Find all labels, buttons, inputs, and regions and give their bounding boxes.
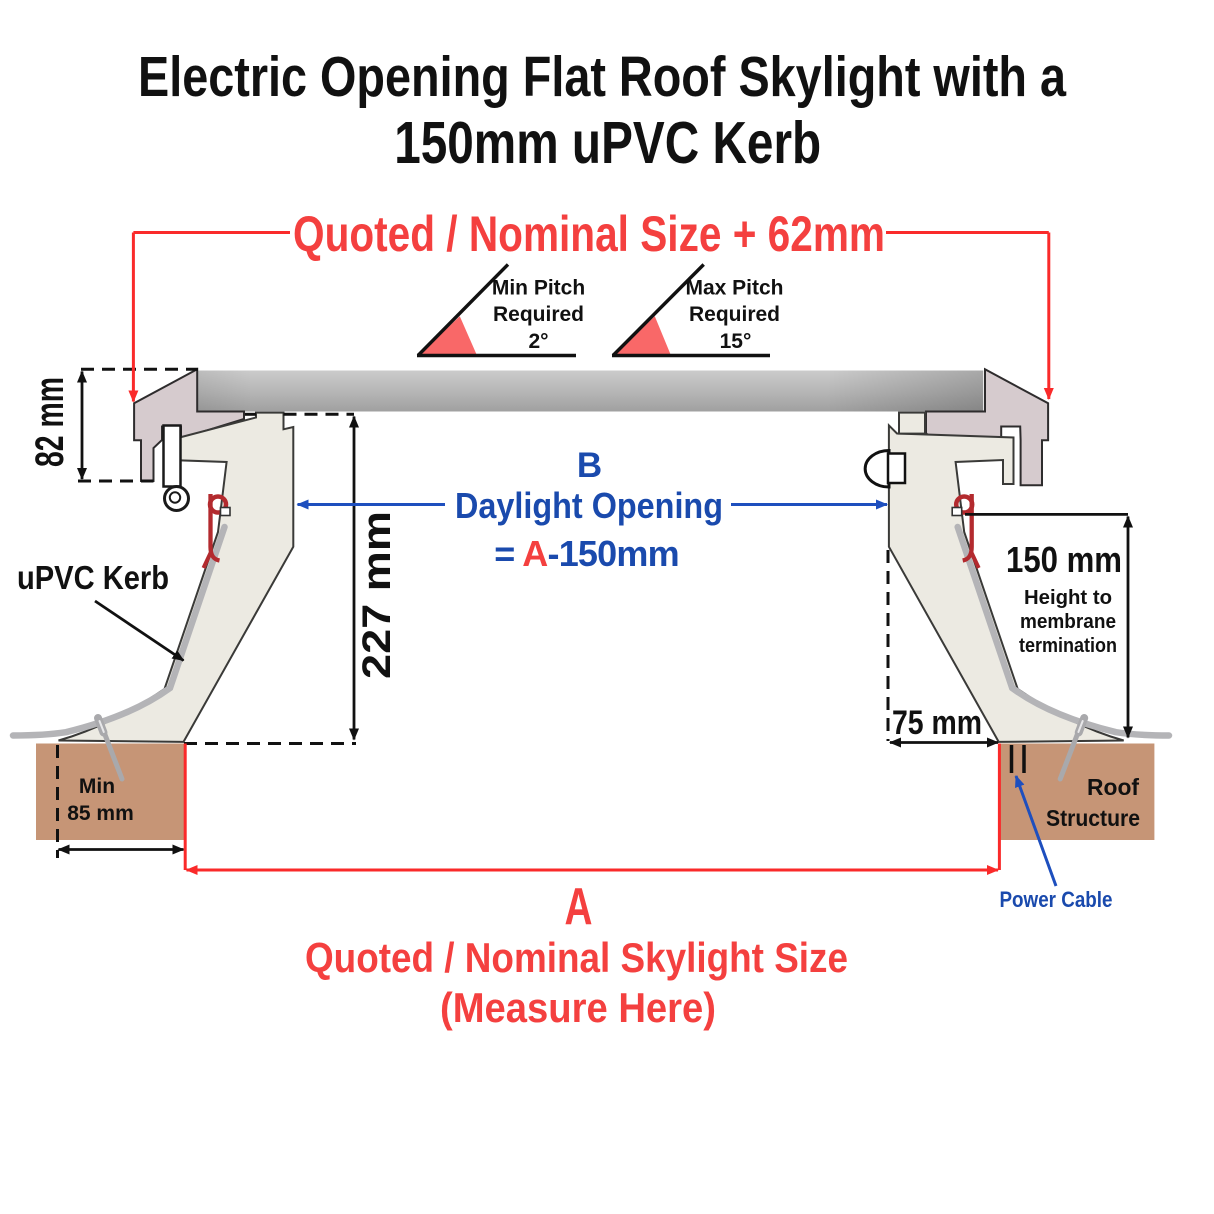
svg-text:Max Pitch: Max Pitch xyxy=(685,277,783,300)
svg-text:Power Cable: Power Cable xyxy=(1000,887,1113,912)
svg-text:15°: 15° xyxy=(720,330,752,353)
svg-text:150mm uPVC Kerb: 150mm uPVC Kerb xyxy=(394,110,821,176)
svg-text:2°: 2° xyxy=(528,330,548,353)
svg-text:Min: Min xyxy=(79,775,115,798)
svg-text:A: A xyxy=(565,878,593,936)
svg-text:Required: Required xyxy=(689,303,780,326)
svg-text:Electric Opening Flat Roof Sky: Electric Opening Flat Roof Skylight with… xyxy=(138,45,1067,109)
svg-text:= A-150mm: = A-150mm xyxy=(494,533,679,574)
svg-text:150 mm: 150 mm xyxy=(1006,539,1122,580)
svg-text:Roof: Roof xyxy=(1087,774,1139,800)
svg-text:75 mm: 75 mm xyxy=(892,704,982,742)
svg-text:Required: Required xyxy=(493,303,584,326)
svg-text:B: B xyxy=(577,446,602,485)
svg-text:(Measure Here): (Measure Here) xyxy=(440,984,716,1031)
svg-text:membrane: membrane xyxy=(1020,611,1116,633)
svg-text:82 mm: 82 mm xyxy=(28,377,72,467)
svg-text:Quoted / Nominal Skylight Size: Quoted / Nominal Skylight Size xyxy=(305,934,848,981)
svg-text:Structure: Structure xyxy=(1046,805,1140,831)
svg-text:227 mm: 227 mm xyxy=(355,511,399,679)
svg-text:Quoted / Nominal Size + 62mm: Quoted / Nominal Size + 62mm xyxy=(293,206,885,262)
svg-text:Min Pitch: Min Pitch xyxy=(492,277,585,300)
svg-text:termination: termination xyxy=(1019,635,1117,657)
svg-text:Height to: Height to xyxy=(1024,587,1112,609)
svg-text:Daylight Opening: Daylight Opening xyxy=(455,485,723,526)
svg-text:uPVC Kerb: uPVC Kerb xyxy=(17,559,169,596)
svg-text:85 mm: 85 mm xyxy=(67,802,134,825)
